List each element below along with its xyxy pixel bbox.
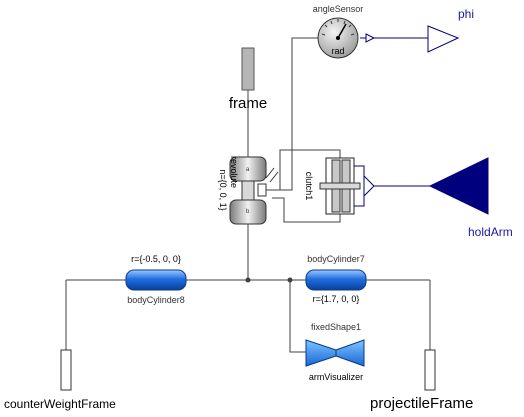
clutch-label: clutch1 bbox=[304, 172, 314, 201]
mechanical-wires bbox=[65, 37, 431, 353]
projectile-frame-block[interactable] bbox=[424, 349, 436, 391]
wire-revolute-sensor bbox=[262, 37, 318, 191]
angle-sensor[interactable] bbox=[317, 17, 359, 59]
connection-dots bbox=[245, 277, 293, 283]
counter-weight-frame-label: counterWeightFrame bbox=[4, 397, 116, 411]
frame-block[interactable] bbox=[241, 47, 255, 91]
wire-fixedshape bbox=[289, 280, 306, 353]
phi-label: phi bbox=[458, 7, 474, 21]
clutch[interactable] bbox=[319, 157, 375, 215]
angle-sensor-name: angleSensor bbox=[313, 4, 364, 14]
angle-sensor-unit: rad bbox=[331, 46, 344, 56]
sensor-needle bbox=[337, 23, 347, 39]
svg-text:a: a bbox=[246, 167, 250, 173]
wire-clutch-support bbox=[272, 197, 341, 223]
body-cylinder7[interactable] bbox=[305, 269, 367, 291]
body-cylinder7-param: r={1.7, 0, 0} bbox=[313, 294, 360, 304]
junction-dot bbox=[287, 277, 293, 283]
projectile-frame-label: projectileFrame bbox=[370, 395, 473, 412]
junction-dot bbox=[245, 277, 251, 283]
hold-arm-label: holdArm bbox=[468, 225, 513, 239]
phi-output-connector[interactable] bbox=[427, 25, 460, 53]
body-cylinder8[interactable] bbox=[125, 269, 187, 291]
fixed-shape-name: fixedShape1 bbox=[311, 322, 361, 332]
revolute-joint[interactable]: a b bbox=[229, 156, 279, 225]
wire-revolute-clutch bbox=[272, 149, 341, 191]
arm-visualizer-label: armVisualizer bbox=[309, 372, 363, 382]
frame-label: frame bbox=[229, 95, 267, 112]
revolute-label: revolute bbox=[229, 156, 239, 188]
svg-text:b: b bbox=[246, 209, 250, 215]
revolute-axis-param: n={0, 0, 1} bbox=[218, 169, 228, 210]
counter-weight-frame-block[interactable] bbox=[60, 349, 72, 391]
body-cylinder8-name: bodyCylinder8 bbox=[127, 295, 185, 305]
signal-wires bbox=[360, 37, 430, 187]
sensor-output-arrow bbox=[365, 33, 376, 43]
fixed-shape-icon[interactable] bbox=[305, 339, 365, 367]
hold-arm-input[interactable] bbox=[428, 157, 489, 215]
body-cylinder7-name: bodyCylinder7 bbox=[307, 254, 365, 264]
body-cylinder8-param: r={-0.5, 0, 0} bbox=[131, 254, 181, 264]
